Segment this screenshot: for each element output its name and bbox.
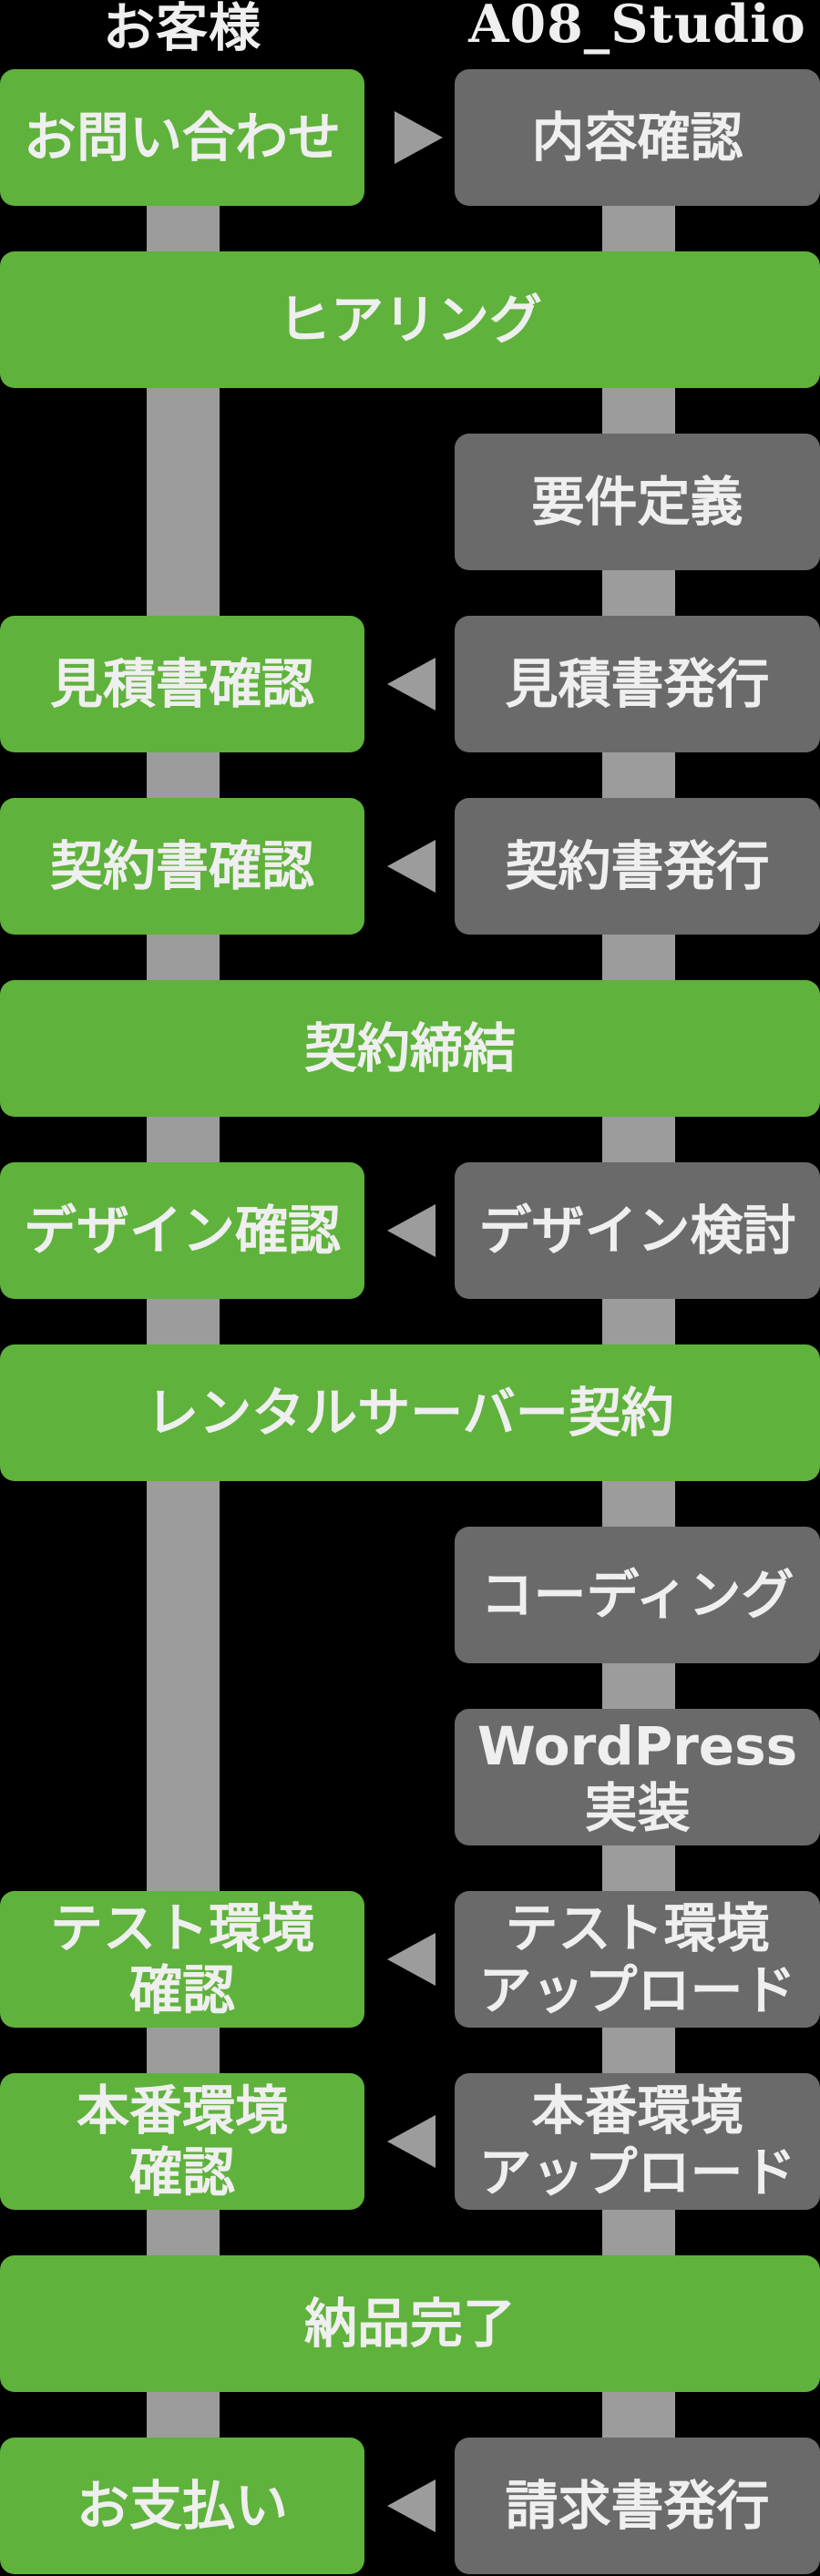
step-delivery-complete: 納品完了	[0, 2255, 820, 2392]
step-coding: コーディング	[455, 1527, 820, 1663]
step-contract-issue: 契約書発行	[455, 798, 820, 935]
arrow-right-icon	[395, 111, 443, 164]
arrow-left-icon	[387, 1933, 436, 1986]
step-wordpress-implementation: WordPress 実装	[455, 1709, 820, 1845]
step-quote-issue: 見積書発行	[455, 616, 820, 752]
step-contract-conclusion: 契約締結	[0, 980, 820, 1117]
step-inquiry: お問い合わせ	[0, 69, 364, 206]
flow-row-payment: お支払い 請求書発行	[0, 2438, 820, 2574]
step-rental-server-contract: レンタルサーバー契約	[0, 1344, 820, 1481]
step-test-env-review: テスト環境 確認	[0, 1891, 364, 2028]
flow-row-hearing: ヒアリング	[0, 251, 820, 388]
step-hearing: ヒアリング	[0, 251, 820, 388]
step-production-env-upload: 本番環境 アップロード	[455, 2073, 820, 2210]
flow-row-production-env: 本番環境 確認 本番環境 アップロード	[0, 2073, 820, 2210]
arrow-left-icon	[387, 1204, 436, 1257]
flow-row-test-env: テスト環境 確認 テスト環境 アップロード	[0, 1891, 820, 2028]
flow-row-requirements: 要件定義	[0, 434, 820, 570]
column-header-customer: お客様	[103, 0, 261, 58]
step-invoice-issue: 請求書発行	[455, 2438, 820, 2574]
step-test-env-upload: テスト環境 アップロード	[455, 1891, 820, 2028]
flow-row-design: デザイン確認 デザイン検討	[0, 1162, 820, 1299]
flow-row-wordpress: WordPress 実装	[0, 1709, 820, 1845]
step-design-review: デザイン確認	[0, 1162, 364, 1299]
flow-row-contract-conclusion: 契約締結	[0, 980, 820, 1117]
step-contract-review: 契約書確認	[0, 798, 364, 935]
arrow-left-icon	[387, 2479, 436, 2532]
step-production-env-review: 本番環境 確認	[0, 2073, 364, 2210]
step-payment: お支払い	[0, 2438, 364, 2574]
step-quote-review: 見積書確認	[0, 616, 364, 752]
column-header-studio: A08_Studio	[468, 0, 806, 55]
flow-row-coding: コーディング	[0, 1527, 820, 1663]
step-design-study: デザイン検討	[455, 1162, 820, 1299]
arrow-left-icon	[387, 658, 436, 710]
step-content-review: 内容確認	[455, 69, 820, 206]
flow-row-inquiry: お問い合わせ 内容確認	[0, 69, 820, 206]
arrow-left-icon	[387, 2115, 436, 2168]
arrow-left-icon	[387, 840, 436, 893]
step-requirements-definition: 要件定義	[455, 434, 820, 570]
flow-row-quote: 見積書確認 見積書発行	[0, 616, 820, 752]
flow-row-rental-server: レンタルサーバー契約	[0, 1344, 820, 1481]
flow-row-contract-doc: 契約書確認 契約書発行	[0, 798, 820, 935]
flow-row-delivery: 納品完了	[0, 2255, 820, 2392]
